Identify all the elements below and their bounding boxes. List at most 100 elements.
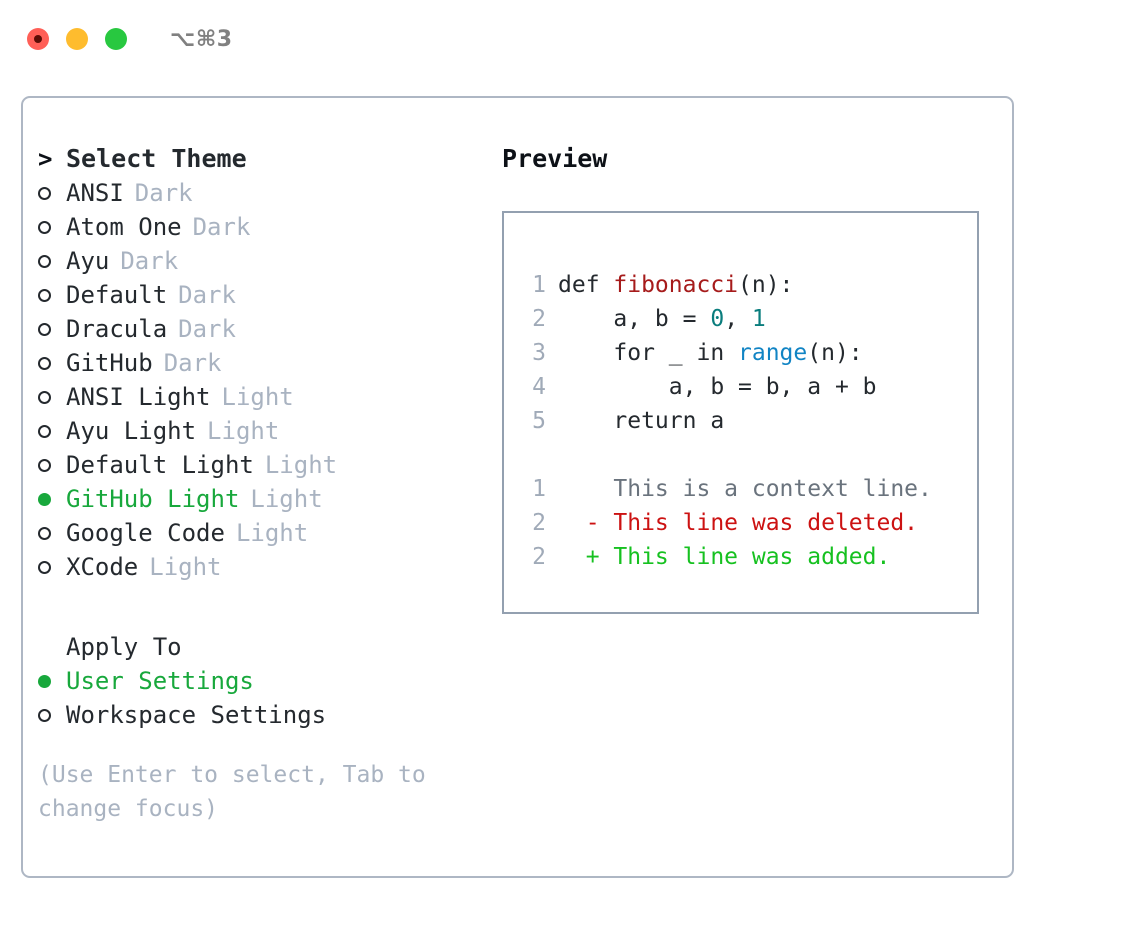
theme-item-0[interactable]: ANSI Dark (38, 176, 488, 210)
radio-dot-icon (38, 425, 51, 438)
line-number: 2 (532, 306, 546, 332)
diff-sample: 1 This is a context line.2 - This line w… (522, 472, 977, 574)
radio-dot-icon (38, 391, 51, 404)
select-theme-header: > Select Theme (38, 142, 488, 176)
apply-to-item-1[interactable]: Workspace Settings (38, 698, 488, 732)
code-line: 4 a, b = b, a + b (522, 370, 977, 404)
radio-unselected-icon (38, 312, 66, 346)
radio-dot-icon (38, 255, 51, 268)
maximize-button[interactable] (105, 28, 127, 50)
apply-to-label: Apply To (66, 633, 182, 661)
code-token: def (558, 272, 614, 298)
radio-unselected-icon (38, 176, 66, 210)
window-title: ⌥⌘3 (170, 26, 233, 52)
apply-to-item-0[interactable]: User Settings (38, 664, 488, 698)
theme-item-label: Default (66, 281, 168, 309)
theme-item-label: Ayu (66, 247, 110, 275)
apply-to-item-label: Workspace Settings (66, 701, 327, 729)
theme-variant-badge: Dark (120, 247, 179, 275)
line-number: 5 (532, 408, 546, 434)
keyboard-hint: (Use Enter to select, Tab to change focu… (38, 762, 426, 822)
code-token: (n): (807, 340, 863, 366)
apply-to-item-label: User Settings (66, 667, 254, 695)
code-line: 2 a, b = 0, 1 (522, 302, 977, 336)
theme-item-label: ANSI (66, 179, 124, 207)
traffic-lights (27, 28, 127, 50)
diff-line-del: 2 - This line was deleted. (522, 506, 977, 540)
radio-unselected-icon (38, 550, 66, 584)
code-diff-spacer (522, 438, 977, 472)
title-bar: ⌥⌘3 (0, 0, 1140, 78)
code-token: 0 (710, 306, 725, 332)
radio-unselected-icon (38, 278, 66, 312)
code-token: fibonacci (613, 272, 739, 298)
line-number: 1 (532, 476, 546, 502)
close-button[interactable] (27, 28, 49, 50)
theme-item-label: Dracula (66, 315, 168, 343)
theme-variant-badge: Light (235, 519, 309, 547)
theme-item-10[interactable]: Google Code Light (38, 516, 488, 550)
code-token: for _ in (558, 340, 739, 366)
apply-to-header: Apply To (38, 630, 488, 664)
diff-line-ctx: 1 This is a context line. (522, 472, 977, 506)
theme-item-label: Default Light (66, 451, 254, 479)
theme-item-2[interactable]: Ayu Dark (38, 244, 488, 278)
theme-variant-badge: Dark (178, 281, 236, 309)
radio-dot-icon (38, 527, 51, 540)
theme-variant-badge: Dark (178, 315, 236, 343)
section-spacer (38, 584, 488, 630)
theme-item-label: GitHub Light (66, 485, 240, 513)
diff-line-add: 2 + This line was added. (522, 540, 977, 574)
radio-unselected-icon (38, 210, 66, 244)
code-token: return a (558, 408, 725, 434)
theme-item-label: ANSI Light (66, 383, 211, 411)
radio-unselected-icon (38, 698, 66, 732)
radio-dot-icon (38, 459, 51, 472)
radio-dot-icon (38, 357, 51, 370)
theme-variant-badge: Dark (134, 179, 193, 207)
radio-selected-icon (38, 664, 66, 698)
radio-dot-icon (38, 561, 51, 574)
radio-dot-icon (38, 187, 51, 200)
line-number: 4 (532, 374, 546, 400)
theme-item-9[interactable]: GitHub Light Light (38, 482, 488, 516)
code-token: 1 (751, 306, 766, 332)
code-token: a, b = b, a + b (558, 374, 877, 400)
line-number: 3 (532, 340, 546, 366)
radio-unselected-icon (38, 448, 66, 482)
diff-line-text: - This line was deleted. (558, 510, 919, 536)
line-number: 2 (532, 510, 546, 536)
diff-line-text: + This line was added. (558, 544, 891, 570)
theme-variant-badge: Light (250, 485, 323, 513)
theme-item-4[interactable]: Dracula Dark (38, 312, 488, 346)
code-token: a, b = (558, 306, 711, 332)
minimize-button[interactable] (66, 28, 88, 50)
code-token: (n): (738, 272, 794, 298)
radio-dot-icon (38, 221, 51, 234)
radio-unselected-icon (38, 244, 66, 278)
radio-unselected-icon (38, 414, 66, 448)
preview-title: Preview (502, 144, 608, 173)
code-token: range (738, 340, 808, 366)
theme-item-label: Google Code (66, 519, 225, 547)
radio-unselected-icon (38, 516, 66, 550)
radio-dot-icon (38, 289, 51, 302)
theme-item-label: Ayu Light (66, 417, 197, 445)
radio-selected-icon (38, 482, 66, 516)
theme-item-3[interactable]: Default Dark (38, 278, 488, 312)
